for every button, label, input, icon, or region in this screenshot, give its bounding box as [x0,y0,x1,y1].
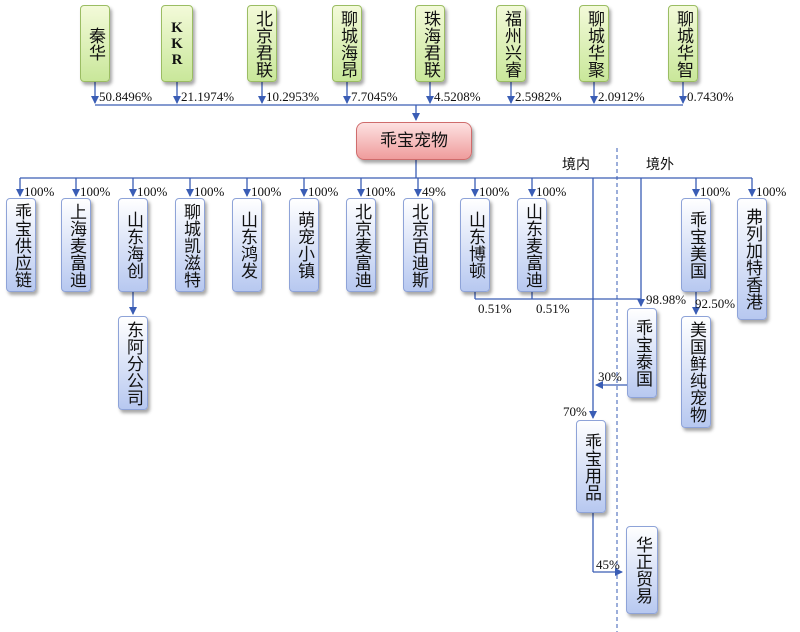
sub-shandong-boton: 山东博顿 [460,198,490,292]
center-company-name: 乖宝宠物 [380,131,448,150]
shareholder-liaocheng-huazhi: 聊城华智 [668,5,698,82]
shareholder-fuzhou-xingrui: 福州兴睿 [496,5,526,82]
sub-huazheng-trade: 华正贸易 [626,526,658,614]
sub-guaibao-supply-chain: 乖宝供应链 [6,198,36,292]
shareholder-pct: 2.0912% [598,89,645,104]
supplies-pct-from-thailand: 30% [598,369,622,384]
subsidiary-pct: 100% [756,184,787,199]
entity-name: 华正贸易 [633,536,652,604]
supplies-pct-from-parent: 70% [563,404,587,419]
thailand-pct-boton: 0.51% [478,301,512,316]
subsidiary-name: 上海麦富迪 [67,202,86,288]
sub-guaibao-usa: 乖宝美国 [681,198,711,292]
shareholder-liaocheng-haiang: 聊城海昂 [332,5,362,82]
subsidiary-name: 山东鸿发 [238,211,257,279]
shareholder-pct: 7.7045% [351,89,398,104]
sub-beijing-baidisi: 北京百迪斯 [403,198,433,292]
entity-name: 美国鲜纯宠物 [687,321,706,423]
shareholder-qinhua: 秦华 [80,5,110,82]
entity-name: 乖宝泰国 [633,319,652,387]
subsidiary-name: 山东麦富迪 [523,202,542,288]
subsidiary-pct: 100% [365,184,396,199]
shareholder-pct: 2.5982% [515,89,562,104]
subsidiary-name: 乖宝供应链 [12,202,31,288]
shareholder-name: 聊城华智 [674,9,693,78]
subsidiary-name: 北京百迪斯 [409,202,428,288]
region-overseas-label: 境外 [646,157,674,173]
subsidiary-name: 萌宠小镇 [295,211,314,279]
sub-us-freshpet: 美国鲜纯宠物 [681,316,711,428]
shareholder-name: 秦华 [86,26,105,61]
sub-shandong-maifudi: 山东麦富迪 [517,198,547,292]
us-fresh-pct: 92.50% [695,296,736,311]
shareholder-name: 聊城海昂 [338,9,357,78]
shareholder-beijing-junlian: 北京君联 [247,5,277,82]
shareholder-pct: 0.7430% [687,89,734,104]
subsidiary-name: 北京麦富迪 [352,202,371,288]
entity-name: 东阿分公司 [124,320,143,406]
shareholder-name: 珠海君联 [421,9,440,78]
shareholder-name: 福州兴睿 [502,9,521,78]
subsidiary-pct: 100% [700,184,731,199]
sub-donge-branch: 东阿分公司 [118,316,148,410]
subsidiary-name: 弗列加特香港 [743,208,762,310]
sub-guaibao-supplies: 乖宝用品 [576,420,606,513]
sub-shanghai-maifudi: 上海麦富迪 [61,198,91,292]
subsidiary-pct: 100% [536,184,567,199]
sub-mengchong-town: 萌宠小镇 [289,198,319,292]
thailand-pct-maifudi: 0.51% [536,301,570,316]
shareholder-name: KKR [169,19,185,68]
subsidiary-name: 乖宝美国 [687,211,706,279]
subsidiary-pct: 49% [422,184,446,199]
huazheng-pct: 45% [596,557,620,572]
shareholder-pct: 50.8496% [99,89,153,104]
subsidiary-pct: 100% [251,184,282,199]
sub-shandong-haichuang: 山东海创 [118,198,148,292]
subsidiary-pct: 100% [479,184,510,199]
subsidiary-pct: 100% [308,184,339,199]
subsidiary-pct: 100% [194,184,225,199]
sub-guaibao-thailand: 乖宝泰国 [627,308,657,398]
shareholder-name: 北京君联 [253,9,272,78]
subsidiary-name: 山东海创 [124,211,143,279]
shareholder-name: 聊城华聚 [585,9,604,78]
sub-shandong-hongfa: 山东鸿发 [232,198,262,292]
entity-name: 乖宝用品 [582,432,601,501]
region-domestic-label: 境内 [562,157,590,173]
sub-liaocheng-kaizite: 聊城凯滋特 [175,198,205,292]
shareholder-kkr: KKR [161,5,193,82]
thailand-pct-total: 98.98% [646,292,687,307]
shareholder-pct: 21.1974% [181,89,235,104]
subsidiary-pct: 100% [24,184,55,199]
subsidiary-pct: 100% [137,184,168,199]
shareholder-zhuhai-junlian: 珠海君联 [415,5,445,82]
shareholder-liaocheng-huaju: 聊城华聚 [579,5,609,82]
center-company: 乖宝宠物 [356,122,472,160]
subsidiary-name: 聊城凯滋特 [181,202,200,288]
sub-beijing-maifudi: 北京麦富迪 [346,198,376,292]
subsidiary-pct: 100% [80,184,111,199]
sub-freshpet-hk: 弗列加特香港 [737,198,767,320]
subsidiary-name: 山东博顿 [466,211,485,279]
shareholder-pct: 4.5208% [434,89,481,104]
shareholder-pct: 10.2953% [266,89,320,104]
